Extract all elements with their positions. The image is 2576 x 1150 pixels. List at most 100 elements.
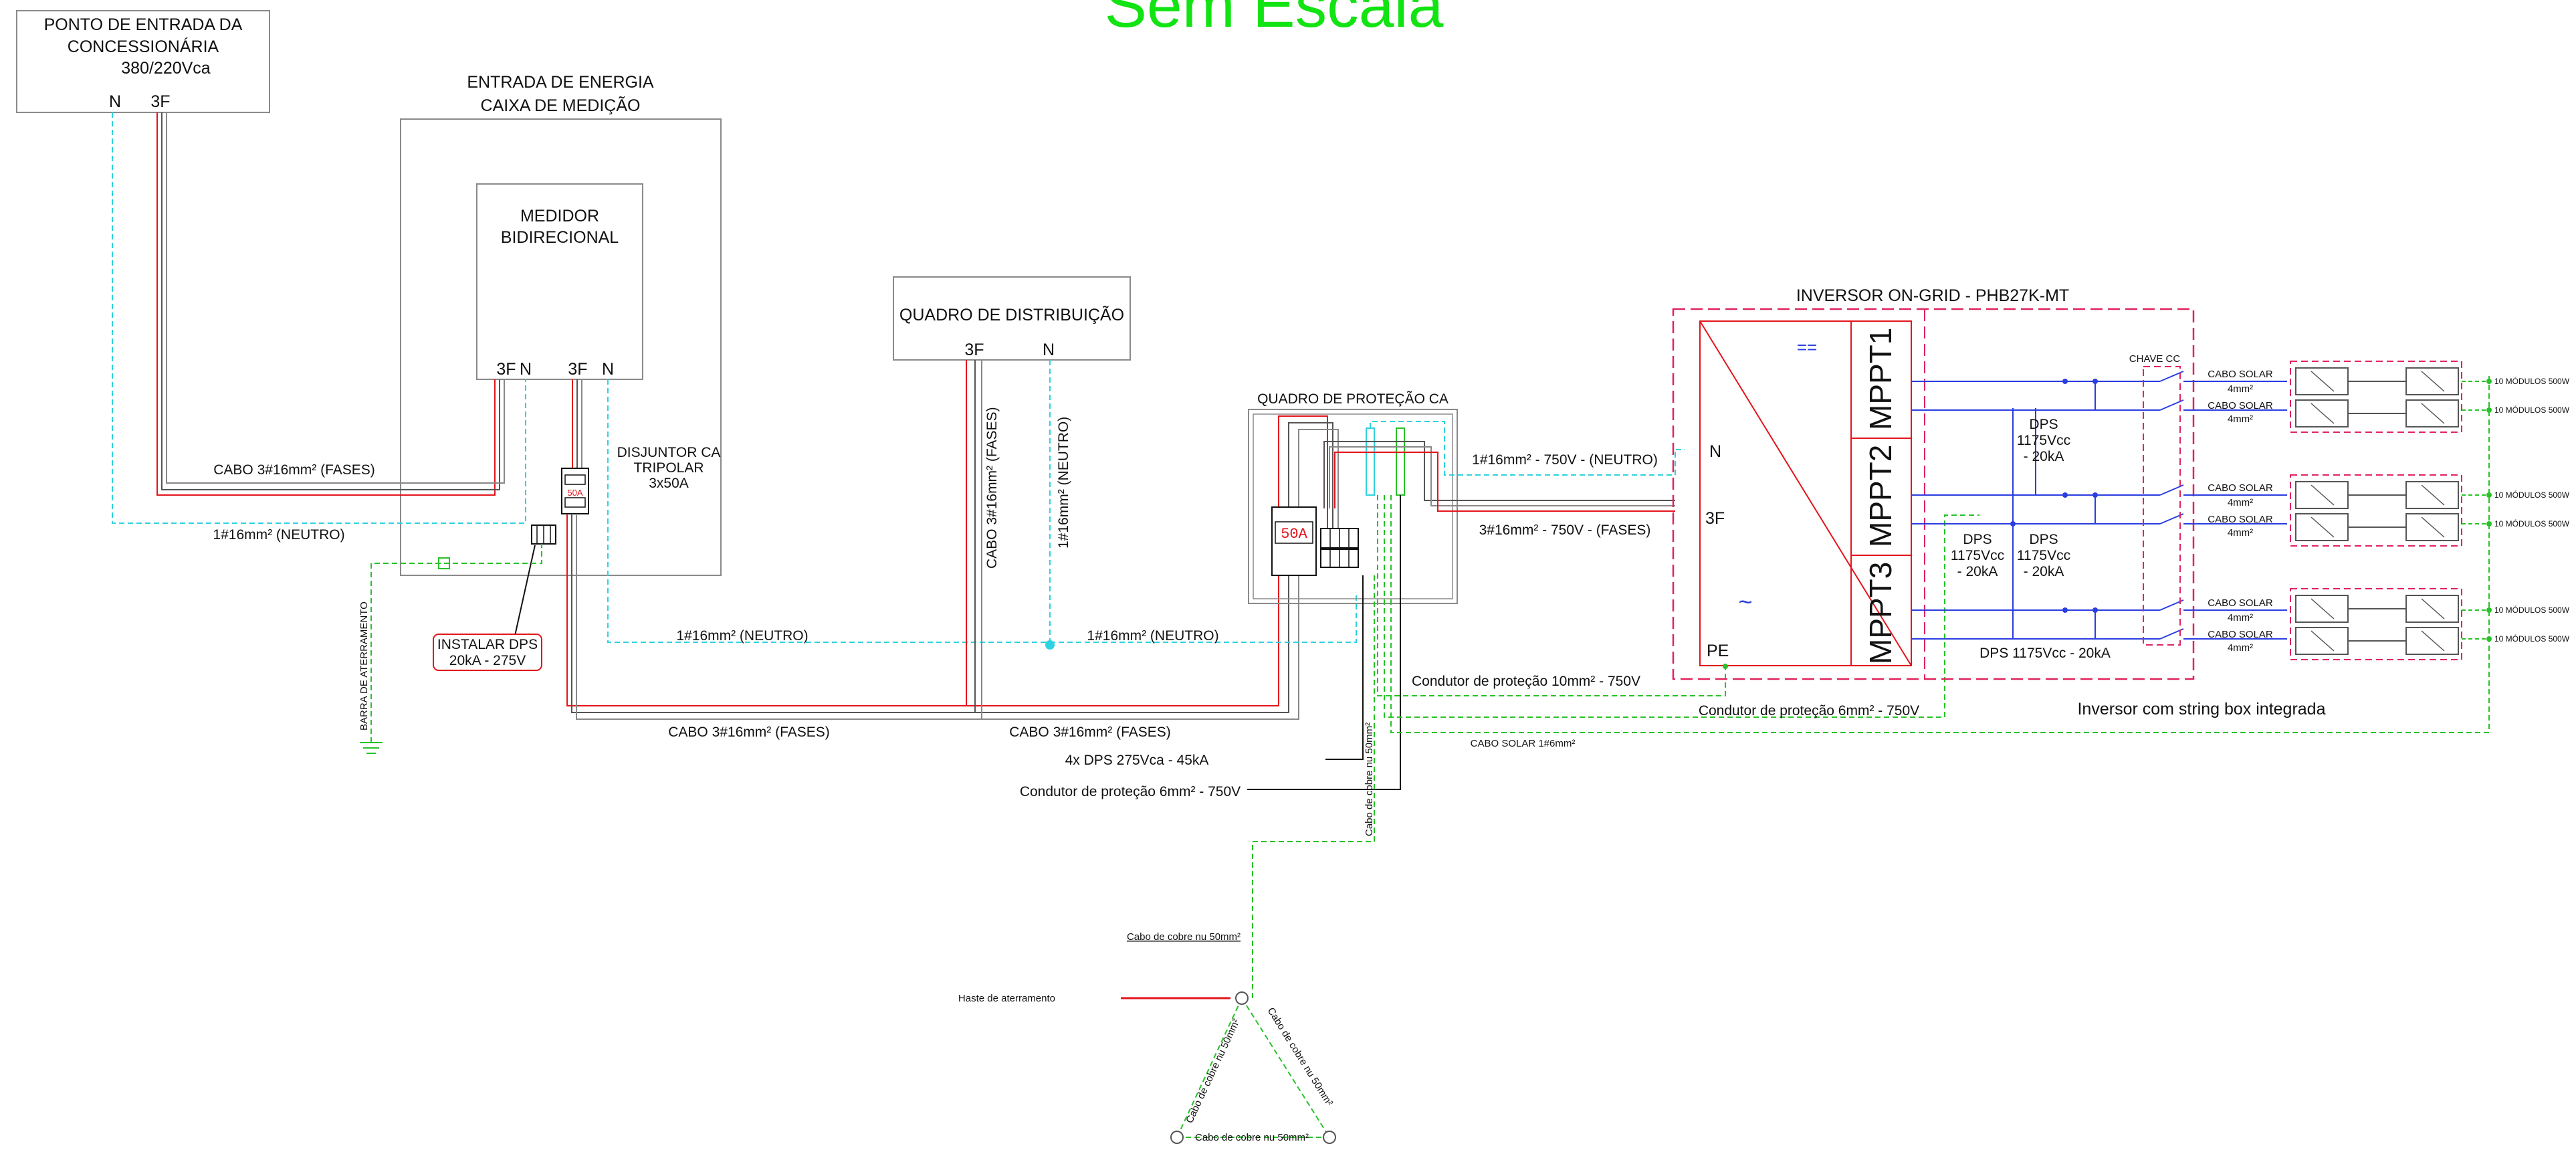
energy-entry-label-1: ENTRADA DE ENERGIA [467, 73, 654, 92]
ca-breaker-label-1: DISJUNTOR CA [617, 445, 721, 460]
inverter-enclosure: N 3F PE == ~ MPPT1 MPPT2 MPPT3 [1672, 308, 2195, 680]
dps-b-label-2: 1175Vcc [1951, 548, 2004, 563]
protection-phase-out-label: 3#16mm² - 750V - (FASES) [1479, 522, 1651, 538]
pv-earth-taps [2462, 381, 2489, 640]
solar-cable-3b-size: 4mm² [2228, 642, 2253, 654]
ca-breaker-rating: 50A [567, 488, 582, 498]
inverter-title: INVERSOR ON-GRID - PHB27K-MT [1796, 286, 2069, 305]
modules-label-1: 10 MÓDULOS 500W [2494, 376, 2570, 386]
ca-breaker-label-3: 3x50A [649, 476, 689, 491]
pv-module-diagonals [2311, 371, 2445, 652]
inverter-n-terminal: N [1709, 442, 1721, 461]
ground-bar-label: BARRA DE ATERRAMENTO [358, 601, 370, 731]
diagram-title: Sem Escala [1105, 0, 1444, 41]
modules-label-4: 10 MÓDULOS 500W [2494, 518, 2570, 529]
dps-install-note: INSTALAR DPS 20kA - 275V [433, 634, 542, 671]
protection-pe-label: Condutor de proteção 6mm² - 750V [1020, 784, 1241, 799]
chave-cc-label: CHAVE CC [2129, 353, 2181, 365]
mppt-3-label: MPPT3 [1863, 562, 1898, 664]
solar-cable-3a: CABO SOLAR [2208, 597, 2273, 609]
protection-breaker-rating: 50A [1281, 526, 1307, 543]
pe-10mm-label: Condutor de proteção 10mm² - 750V [1412, 674, 1640, 689]
protection-title: QUADRO DE PROTEÇÃO CA [1257, 391, 1448, 407]
solar-cable-1a: CABO SOLAR [2208, 369, 2273, 380]
energy-entry-label-2: CAIXA DE MEDIÇÃO [481, 96, 641, 115]
feeder-neutral-label-right: 1#16mm² (NEUTRO) [1087, 628, 1218, 644]
mppt-1-label: MPPT1 [1863, 328, 1898, 430]
solar-cable-1a-size: 4mm² [2228, 383, 2253, 395]
grounding-mesh [1176, 997, 1330, 1138]
solar-cable-1b: CABO SOLAR [2208, 400, 2273, 411]
pv-earth-dots [2486, 379, 2492, 642]
protection-board-wires [1247, 421, 1685, 790]
ground-bar [360, 544, 542, 754]
dps-install-label-1: INSTALAR DPS [437, 637, 538, 652]
energy-entry-box: ENTRADA DE ENERGIA CAIXA DE MEDIÇÃO [400, 73, 722, 576]
meter-label-1: MEDIDOR [520, 207, 599, 225]
chave-cc-enclosure [2143, 366, 2181, 646]
meter-label-2: BIDIRECIONAL [501, 228, 619, 247]
meter-terminal-n-in: N [520, 360, 532, 379]
bidirectional-meter: MEDIDOR BIDIRECIONAL 3F N 3F N [476, 183, 643, 380]
dps-pointer-arrow [514, 545, 536, 636]
feeder-phases-label-left: CABO 3#16mm² (FASES) [668, 725, 830, 740]
dps-b-label-3: - 20kA [1957, 564, 1998, 579]
meter-terminal-n-out: N [602, 360, 614, 379]
ground-rod-label: Haste de aterramento [958, 993, 1055, 1004]
meter-to-breaker-cables [572, 379, 1050, 643]
utility-entry-box: PONTO DE ENTRADA DA CONCESSIONÁRIA 380/2… [16, 10, 270, 113]
solar-pe-label: CABO SOLAR 1#6mm² [1471, 738, 1576, 749]
copper-vertical-label: Cabo de cobre nu 50mm² [1364, 723, 1375, 836]
inverter-ac-symbol: ~ [1738, 588, 1752, 615]
solar-cable-2b-size: 4mm² [2228, 527, 2253, 539]
solar-cable-2a-size: 4mm² [2228, 497, 2253, 508]
dps-c-label-2: 1175Vcc [2017, 548, 2070, 563]
grounding-left-label: Cabo de cobre nu 50mm² [1184, 1017, 1242, 1125]
modules-label-2: 10 MÓDULOS 500W [2494, 405, 2570, 415]
distribution-title: QUADRO DE DISTRIBUIÇÃO [899, 305, 1124, 324]
feeder-neutral-label-left: 1#16mm² (NEUTRO) [676, 628, 808, 644]
utility-cable-phases-label: CABO 3#16mm² (FASES) [213, 462, 375, 478]
modules-label-6: 10 MÓDULOS 500W [2494, 634, 2570, 644]
utility-cable-neutral-label: 1#16mm² (NEUTRO) [213, 527, 344, 543]
pv-array-2 [2290, 474, 2462, 547]
ca-breaker: 50A [561, 468, 589, 514]
grounding-bottom-label: Cabo de cobre nu 50mm² [1195, 1132, 1309, 1143]
pe-6mm-label: Condutor de proteção 6mm² - 750V [1699, 703, 1919, 718]
solar-cable-3a-size: 4mm² [2228, 612, 2253, 624]
neutral-junction [1045, 640, 1055, 650]
protection-dps-label: 4x DPS 275Vca - 45kA [1065, 753, 1209, 768]
utility-voltage: 380/220Vca [121, 59, 211, 78]
dps-a-label-2: 1175Vcc [2017, 433, 2070, 448]
meter-terminal-3f-in: 3F [496, 360, 516, 379]
modules-label-5: 10 MÓDULOS 500W [2494, 605, 2570, 615]
distribution-phase-terminal: 3F [964, 341, 984, 359]
solar-cable-2a: CABO SOLAR [2208, 482, 2273, 494]
dps-a-label-3: - 20kA [2024, 449, 2064, 464]
utility-label-1: PONTO DE ENTRADA DA [44, 15, 243, 34]
inverter-pe-terminal: PE [1707, 642, 1729, 660]
protection-neutral-out-label: 1#16mm² - 750V - (NEUTRO) [1472, 452, 1658, 468]
dc-junction-dots [2010, 379, 2098, 613]
surge-protector-small [531, 524, 556, 545]
meter-terminal-3f-out: 3F [568, 360, 587, 379]
pv-array-1 [2290, 361, 2462, 433]
solar-cable-3b: CABO SOLAR [2208, 629, 2273, 640]
protection-earth-conductors [1252, 375, 2490, 998]
inverter-pe-point [1723, 664, 1728, 669]
dps-install-label-2: 20kA - 275V [449, 653, 526, 668]
distribution-drops [966, 360, 1051, 719]
utility-to-meter-cables [112, 112, 526, 524]
dps-c-label-3: - 20kA [2024, 564, 2064, 579]
utility-neutral-terminal: N [109, 92, 121, 111]
dps-bottom-label: DPS 1175Vcc - 20kA [1979, 646, 2111, 661]
dps-c-label-1: DPS [2029, 532, 2058, 547]
utility-phase-terminal: 3F [150, 92, 170, 111]
distribution-neutral-label: 1#16mm² (NEUTRO) [1056, 417, 1071, 549]
inverter-3f-terminal: 3F [1705, 509, 1725, 528]
grounding-right-label: Cabo de cobre nu 50mm² [1265, 1005, 1335, 1108]
mppt-2-label: MPPT2 [1863, 445, 1898, 547]
distribution-phases-label: CABO 3#16mm² (FASES) [984, 407, 1000, 569]
solar-cable-1b-size: 4mm² [2228, 413, 2253, 425]
